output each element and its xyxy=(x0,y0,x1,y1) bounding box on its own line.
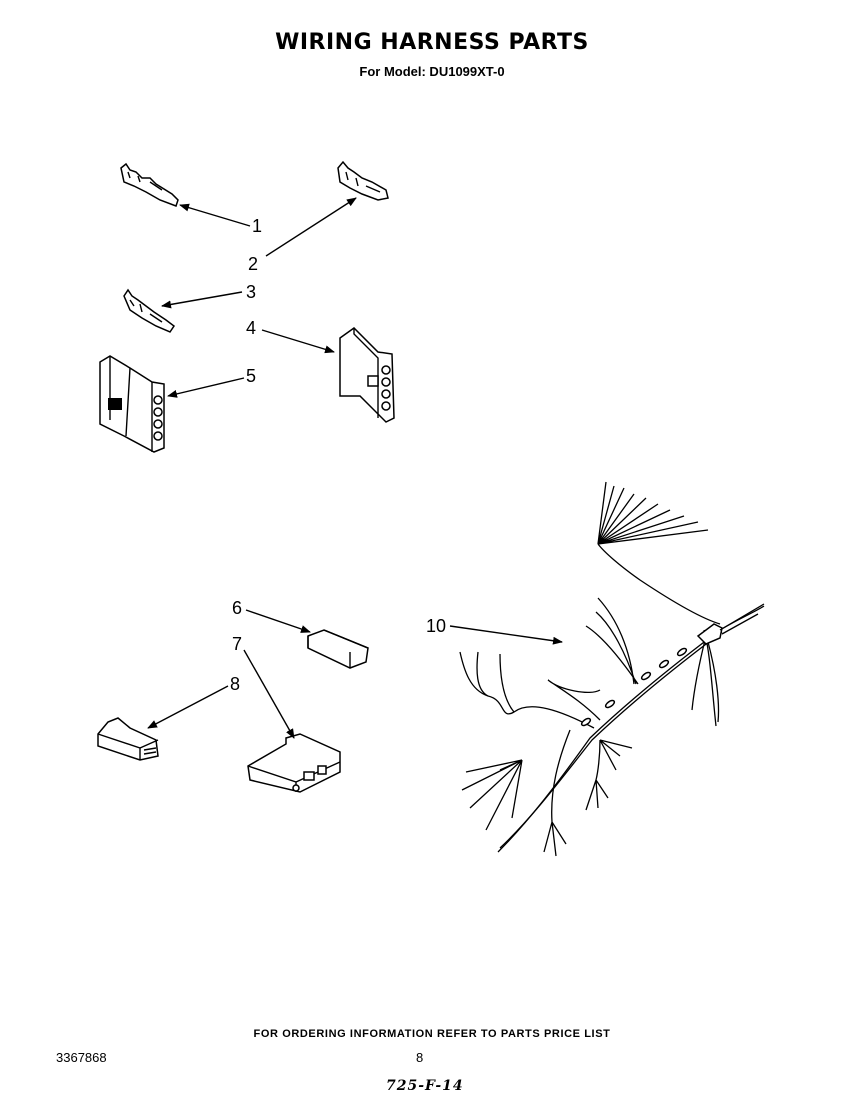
leader-3 xyxy=(161,291,243,309)
page-number: 8 xyxy=(416,1050,424,1065)
part-3-terminal xyxy=(123,288,176,333)
part-5-connector xyxy=(99,355,165,453)
callout-3: 3 xyxy=(246,282,256,302)
leader-6 xyxy=(245,609,311,633)
leader-7 xyxy=(243,649,295,739)
leader-5 xyxy=(167,377,245,398)
part-4-connector xyxy=(339,327,395,423)
part-6-connector xyxy=(307,629,369,669)
callout-2: 2 xyxy=(248,254,258,274)
document-number: 3367868 xyxy=(56,1050,107,1065)
part-1-terminal xyxy=(120,162,179,207)
callout-7: 7 xyxy=(232,634,242,654)
part-8-connector xyxy=(97,717,159,761)
callout-1: 1 xyxy=(252,216,262,236)
part-10-wiring-harness xyxy=(459,481,765,857)
leader-2 xyxy=(265,197,357,257)
leader-8 xyxy=(147,685,229,729)
leader-1 xyxy=(179,203,251,227)
leader-4 xyxy=(261,329,335,354)
ordering-note: FOR ORDERING INFORMATION REFER TO PARTS … xyxy=(253,1028,611,1040)
part-7-connector xyxy=(247,733,341,793)
part-2-terminal xyxy=(337,160,389,201)
callout-6: 6 xyxy=(232,598,242,618)
callout-5: 5 xyxy=(246,366,256,386)
callout-8: 8 xyxy=(230,674,240,694)
page-title: WIRING HARNESS PARTS xyxy=(275,30,589,55)
leader-10 xyxy=(449,625,563,645)
callout-4: 4 xyxy=(246,318,256,338)
handwritten-code: 725-F-14 xyxy=(386,1078,464,1094)
model-subtitle: For Model: DU1099XT-0 xyxy=(359,64,505,79)
callout-10: 10 xyxy=(426,616,446,636)
